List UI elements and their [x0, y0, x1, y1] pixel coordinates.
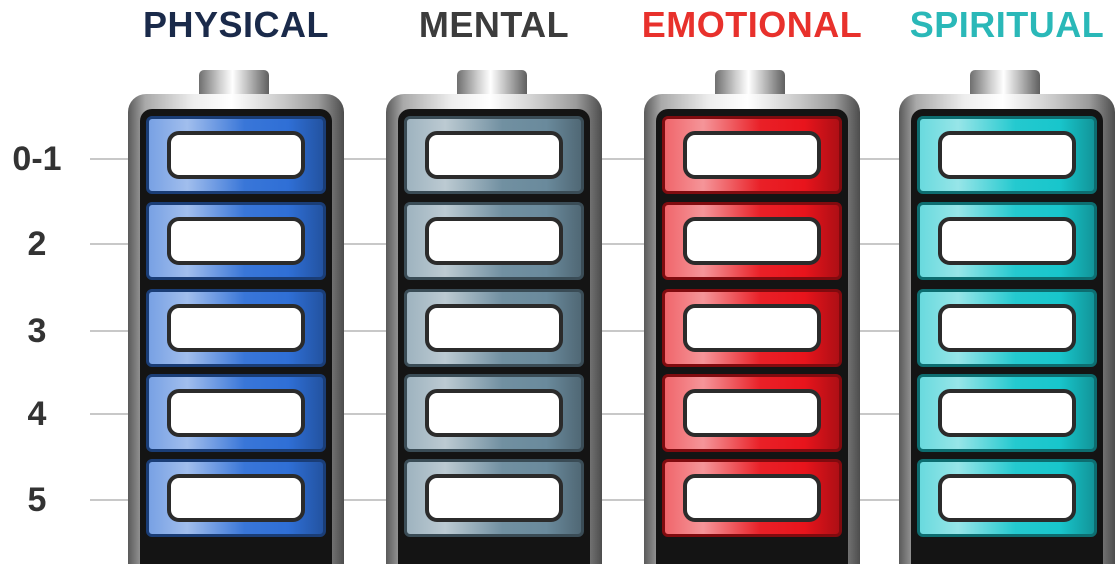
battery-cell [146, 459, 326, 537]
battery-cell [662, 374, 842, 452]
cell-window [938, 474, 1076, 522]
battery-cell [146, 374, 326, 452]
battery-cell [662, 289, 842, 367]
cell-window [938, 304, 1076, 352]
battery-cap [970, 70, 1040, 96]
battery-spiritual [899, 70, 1115, 562]
battery-cell [404, 202, 584, 280]
cell-window [683, 474, 821, 522]
cell-window [425, 304, 563, 352]
cell-window [938, 131, 1076, 179]
cell-window [683, 217, 821, 265]
cell-window [683, 389, 821, 437]
battery-cell [146, 202, 326, 280]
battery-cell [917, 289, 1097, 367]
cell-window [167, 474, 305, 522]
cell-window [425, 474, 563, 522]
cell-window [683, 131, 821, 179]
battery-cell [662, 116, 842, 194]
header-spiritual: SPIRITUAL [899, 0, 1115, 50]
battery-cell [146, 116, 326, 194]
battery-cell [404, 116, 584, 194]
battery-cell [404, 459, 584, 537]
cell-window [425, 389, 563, 437]
battery-cell [662, 459, 842, 537]
battery-cell [917, 459, 1097, 537]
cell-window [425, 131, 563, 179]
level-label-0-1: 0-1 [0, 139, 74, 179]
battery-mental [386, 70, 602, 562]
cell-window [425, 217, 563, 265]
cell-window [683, 304, 821, 352]
header-physical: PHYSICAL [128, 0, 344, 50]
battery-cell [404, 374, 584, 452]
battery-cell [146, 289, 326, 367]
level-label-5: 5 [0, 480, 74, 520]
battery-cell [662, 202, 842, 280]
battery-cap [199, 70, 269, 96]
level-label-4: 4 [0, 394, 74, 434]
battery-physical [128, 70, 344, 562]
battery-cell [917, 374, 1097, 452]
cell-window [938, 217, 1076, 265]
cell-window [167, 131, 305, 179]
cell-window [167, 389, 305, 437]
level-label-2: 2 [0, 224, 74, 264]
cell-window [167, 217, 305, 265]
header-mental: MENTAL [386, 0, 602, 50]
battery-cap [715, 70, 785, 96]
battery-cap [457, 70, 527, 96]
battery-cell [917, 116, 1097, 194]
header-emotional: EMOTIONAL [644, 0, 860, 50]
battery-cell [917, 202, 1097, 280]
level-label-3: 3 [0, 311, 74, 351]
cell-window [938, 389, 1076, 437]
cell-window [167, 304, 305, 352]
battery-cell [404, 289, 584, 367]
battery-emotional [644, 70, 860, 562]
